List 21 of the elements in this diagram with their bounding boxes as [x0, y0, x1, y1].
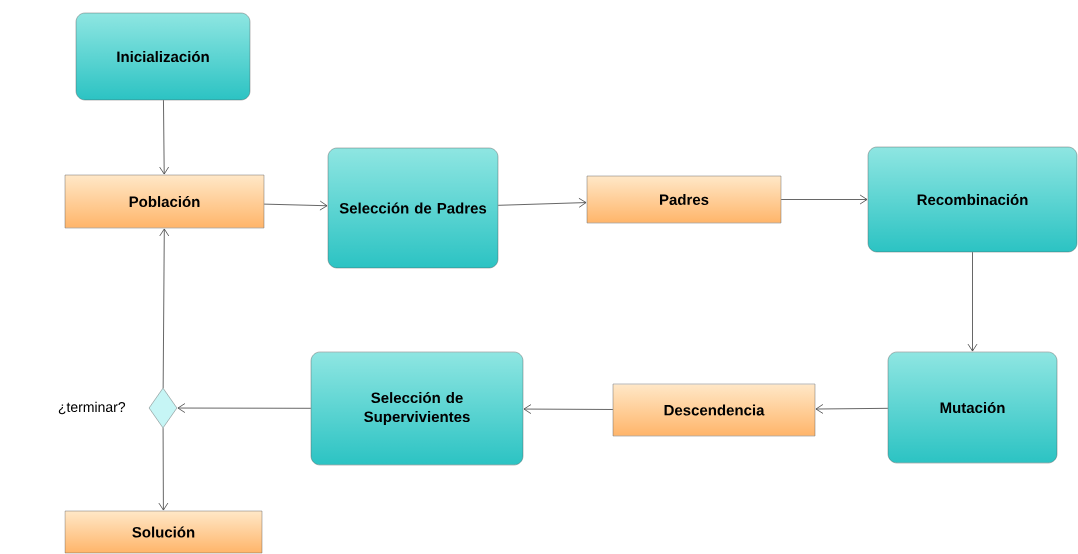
process-box: Inicialización: [75, 12, 251, 101]
arrow: [263, 200, 328, 211]
node-caption: ¿terminar?: [58, 401, 126, 415]
process-box: Recombinación: [867, 146, 1078, 253]
arrow: [780, 194, 868, 205]
process-box: Selección de Supervivientes: [310, 351, 524, 466]
process-box: Selección de Padres: [327, 147, 499, 269]
arrow: [497, 197, 587, 208]
data-box: Población: [64, 174, 265, 229]
arrow: [177, 403, 312, 413]
data-box: Solución: [64, 510, 263, 554]
process-box: Mutación: [887, 351, 1058, 464]
arrow: [159, 99, 170, 175]
arrow: [159, 228, 170, 389]
arrow: [967, 251, 978, 352]
decision-diamond: [148, 387, 178, 429]
data-box: Padres: [586, 175, 782, 224]
arrow: [815, 404, 889, 414]
arrow: [158, 427, 169, 511]
arrow: [523, 404, 614, 414]
data-box: Descendencia: [612, 383, 816, 437]
